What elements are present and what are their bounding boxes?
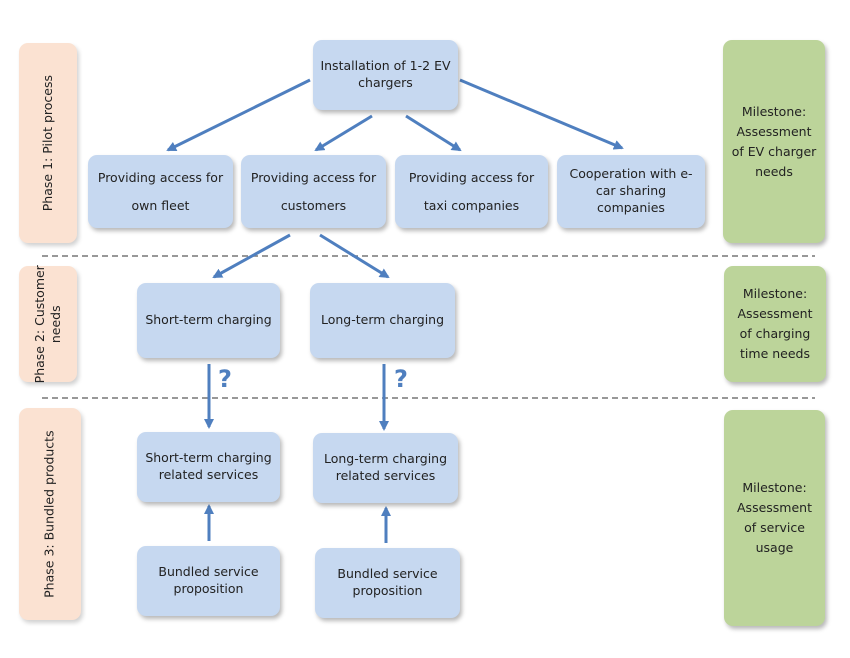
long-term-charging-text: Long-term charging xyxy=(320,312,445,328)
ecar-sharing-box: Cooperation with e-car sharing companies xyxy=(557,155,705,228)
customers-box: Providing access for customers xyxy=(241,155,386,228)
short-term-services-box: Short-term charging related services xyxy=(137,432,280,502)
short-term-charging-box: Short-term charging xyxy=(137,283,280,358)
customers-text: Providing access for customers xyxy=(250,170,377,213)
own-fleet-box: Providing access for own fleet xyxy=(88,155,233,228)
milestone-1-box: Milestone: Assessment of EV charger need… xyxy=(723,40,825,243)
bundled-proposition-left-box: Bundled service proposition xyxy=(137,546,280,616)
phase-1-text: Phase 1: Pilot process xyxy=(39,74,55,212)
milestone-2-text: Milestone: Assessment of charging time n… xyxy=(737,286,813,361)
phase-3-text: Phase 3: Bundled products xyxy=(41,430,57,598)
long-term-services-box: Long-term charging related services xyxy=(313,433,458,503)
taxi-box: Providing access for taxi companies xyxy=(395,155,548,228)
phase-3-label: Phase 3: Bundled products xyxy=(19,408,81,620)
long-term-charging-box: Long-term charging xyxy=(310,283,455,358)
short-term-charging-text: Short-term charging xyxy=(145,312,272,328)
milestone-1-text: Milestone: Assessment of EV charger need… xyxy=(731,103,817,179)
arrow-install-to-customers xyxy=(314,114,373,152)
long-term-services-text: Long-term charging related services xyxy=(323,451,448,483)
phase-1-label: Phase 1: Pilot process xyxy=(19,43,77,243)
bundled-proposition-right-box: Bundled service proposition xyxy=(315,548,460,618)
installation-box: Installation of 1-2 EV chargers xyxy=(313,40,458,110)
own-fleet-text: Providing access for own fleet xyxy=(97,170,224,213)
arrow-install-to-taxi xyxy=(405,114,462,152)
taxi-text: Providing access for taxi companies xyxy=(408,170,535,213)
question-mark-right: ? xyxy=(394,365,408,393)
arrow-install-to-ecar xyxy=(459,78,624,150)
milestone-3-box: Milestone: Assessment of service usage xyxy=(724,410,825,626)
question-mark-left: ? xyxy=(218,365,232,393)
arrow-customers-to-long-term xyxy=(319,233,390,279)
ecar-sharing-text: Cooperation with e-car sharing companies xyxy=(569,166,693,215)
milestone-3-text: Milestone: Assessment of service usage xyxy=(737,480,812,555)
bundled-proposition-left-text: Bundled service proposition xyxy=(158,564,259,596)
bundled-proposition-right-text: Bundled service proposition xyxy=(337,566,438,598)
milestone-2-box: Milestone: Assessment of charging time n… xyxy=(724,266,826,382)
short-term-services-text: Short-term charging related services xyxy=(145,450,272,482)
installation-text: Installation of 1-2 EV chargers xyxy=(320,58,451,90)
arrow-customers-to-short-term xyxy=(212,233,291,279)
arrow-install-to-own-fleet xyxy=(166,78,311,152)
